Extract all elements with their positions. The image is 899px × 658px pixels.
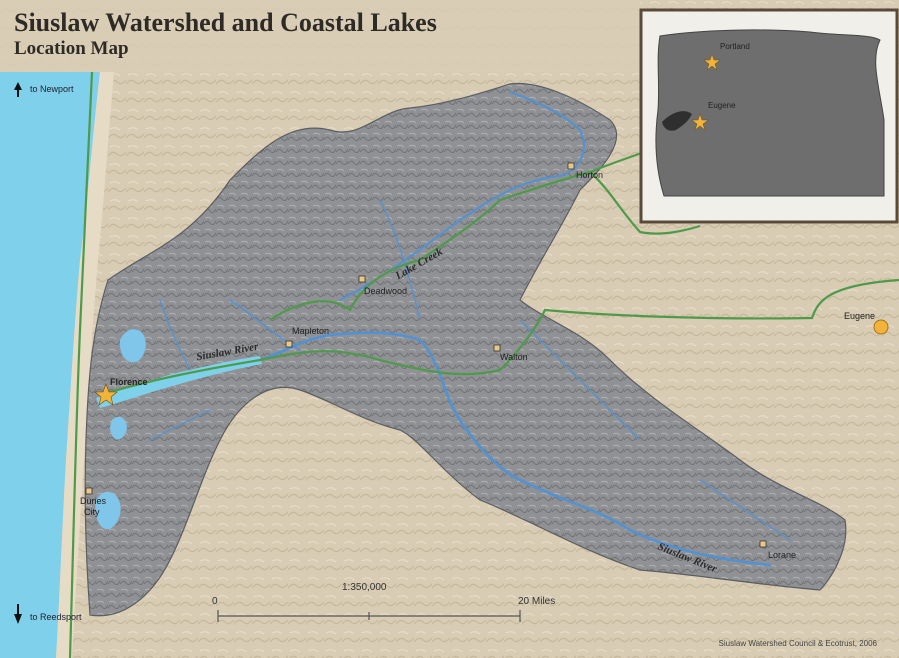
map-title: Siuslaw Watershed and Coastal Lakes bbox=[14, 8, 437, 37]
lorane-marker bbox=[759, 540, 767, 548]
inset-label-eugene: Eugene bbox=[708, 101, 736, 110]
oregon-state-shape bbox=[655, 29, 885, 197]
coastal-lake bbox=[95, 491, 121, 530]
coastal-lake bbox=[110, 416, 127, 440]
florence-star-icon bbox=[94, 383, 118, 406]
map-title-block: Siuslaw Watershed and Coastal Lakes Loca… bbox=[14, 8, 437, 60]
pacific-ocean bbox=[0, 72, 100, 658]
coastal-lake bbox=[119, 329, 146, 363]
coastal-dunes bbox=[56, 72, 114, 658]
town-label-deadwood: Deadwood bbox=[364, 286, 408, 296]
north-arrow-icon bbox=[14, 82, 22, 97]
title-band bbox=[0, 0, 640, 72]
scale-end: 20 Miles bbox=[518, 596, 556, 607]
inset-map bbox=[639, 8, 899, 224]
north-direction-label: to Newport bbox=[30, 84, 74, 94]
town-label-florence: Florence bbox=[110, 377, 148, 387]
walton-marker bbox=[493, 344, 501, 352]
town-markers bbox=[85, 162, 767, 548]
south-direction-label: to Reedsport bbox=[30, 612, 82, 622]
watershed-area bbox=[84, 82, 847, 617]
town-label-city: City bbox=[84, 507, 100, 517]
inset-portland-star-icon bbox=[703, 53, 721, 71]
town-label-lorane: Lorane bbox=[768, 550, 797, 560]
south-arrow-icon bbox=[14, 604, 22, 624]
scale-ratio: 1:350,000 bbox=[342, 582, 387, 593]
scale-bar bbox=[217, 610, 521, 622]
town-label-mapleton: Mapleton bbox=[292, 326, 330, 336]
mapleton-marker bbox=[285, 340, 293, 348]
eugene-marker bbox=[873, 319, 889, 335]
map-subtitle: Location Map bbox=[14, 38, 129, 59]
town-label-dunes: Dunes bbox=[80, 496, 107, 506]
deadwood-marker bbox=[358, 275, 366, 283]
river-network bbox=[149, 91, 791, 567]
map-credit: Siuslaw Watershed Council & Ecotrust, 20… bbox=[718, 639, 877, 648]
town-label-horton: Horton bbox=[576, 170, 604, 180]
inset-watershed-shape bbox=[662, 111, 692, 131]
horton-marker bbox=[567, 162, 575, 170]
town-label-walton: Walton bbox=[500, 352, 528, 362]
inset-eugene-star-icon bbox=[691, 113, 709, 131]
siuslaw-estuary bbox=[96, 356, 262, 408]
dunes-city-marker bbox=[85, 487, 93, 495]
town-label-eugene: Eugene bbox=[844, 311, 876, 321]
inset-label-portland: Portland bbox=[720, 42, 750, 51]
scale-start: 0 bbox=[212, 596, 218, 607]
road-network bbox=[68, 71, 899, 658]
